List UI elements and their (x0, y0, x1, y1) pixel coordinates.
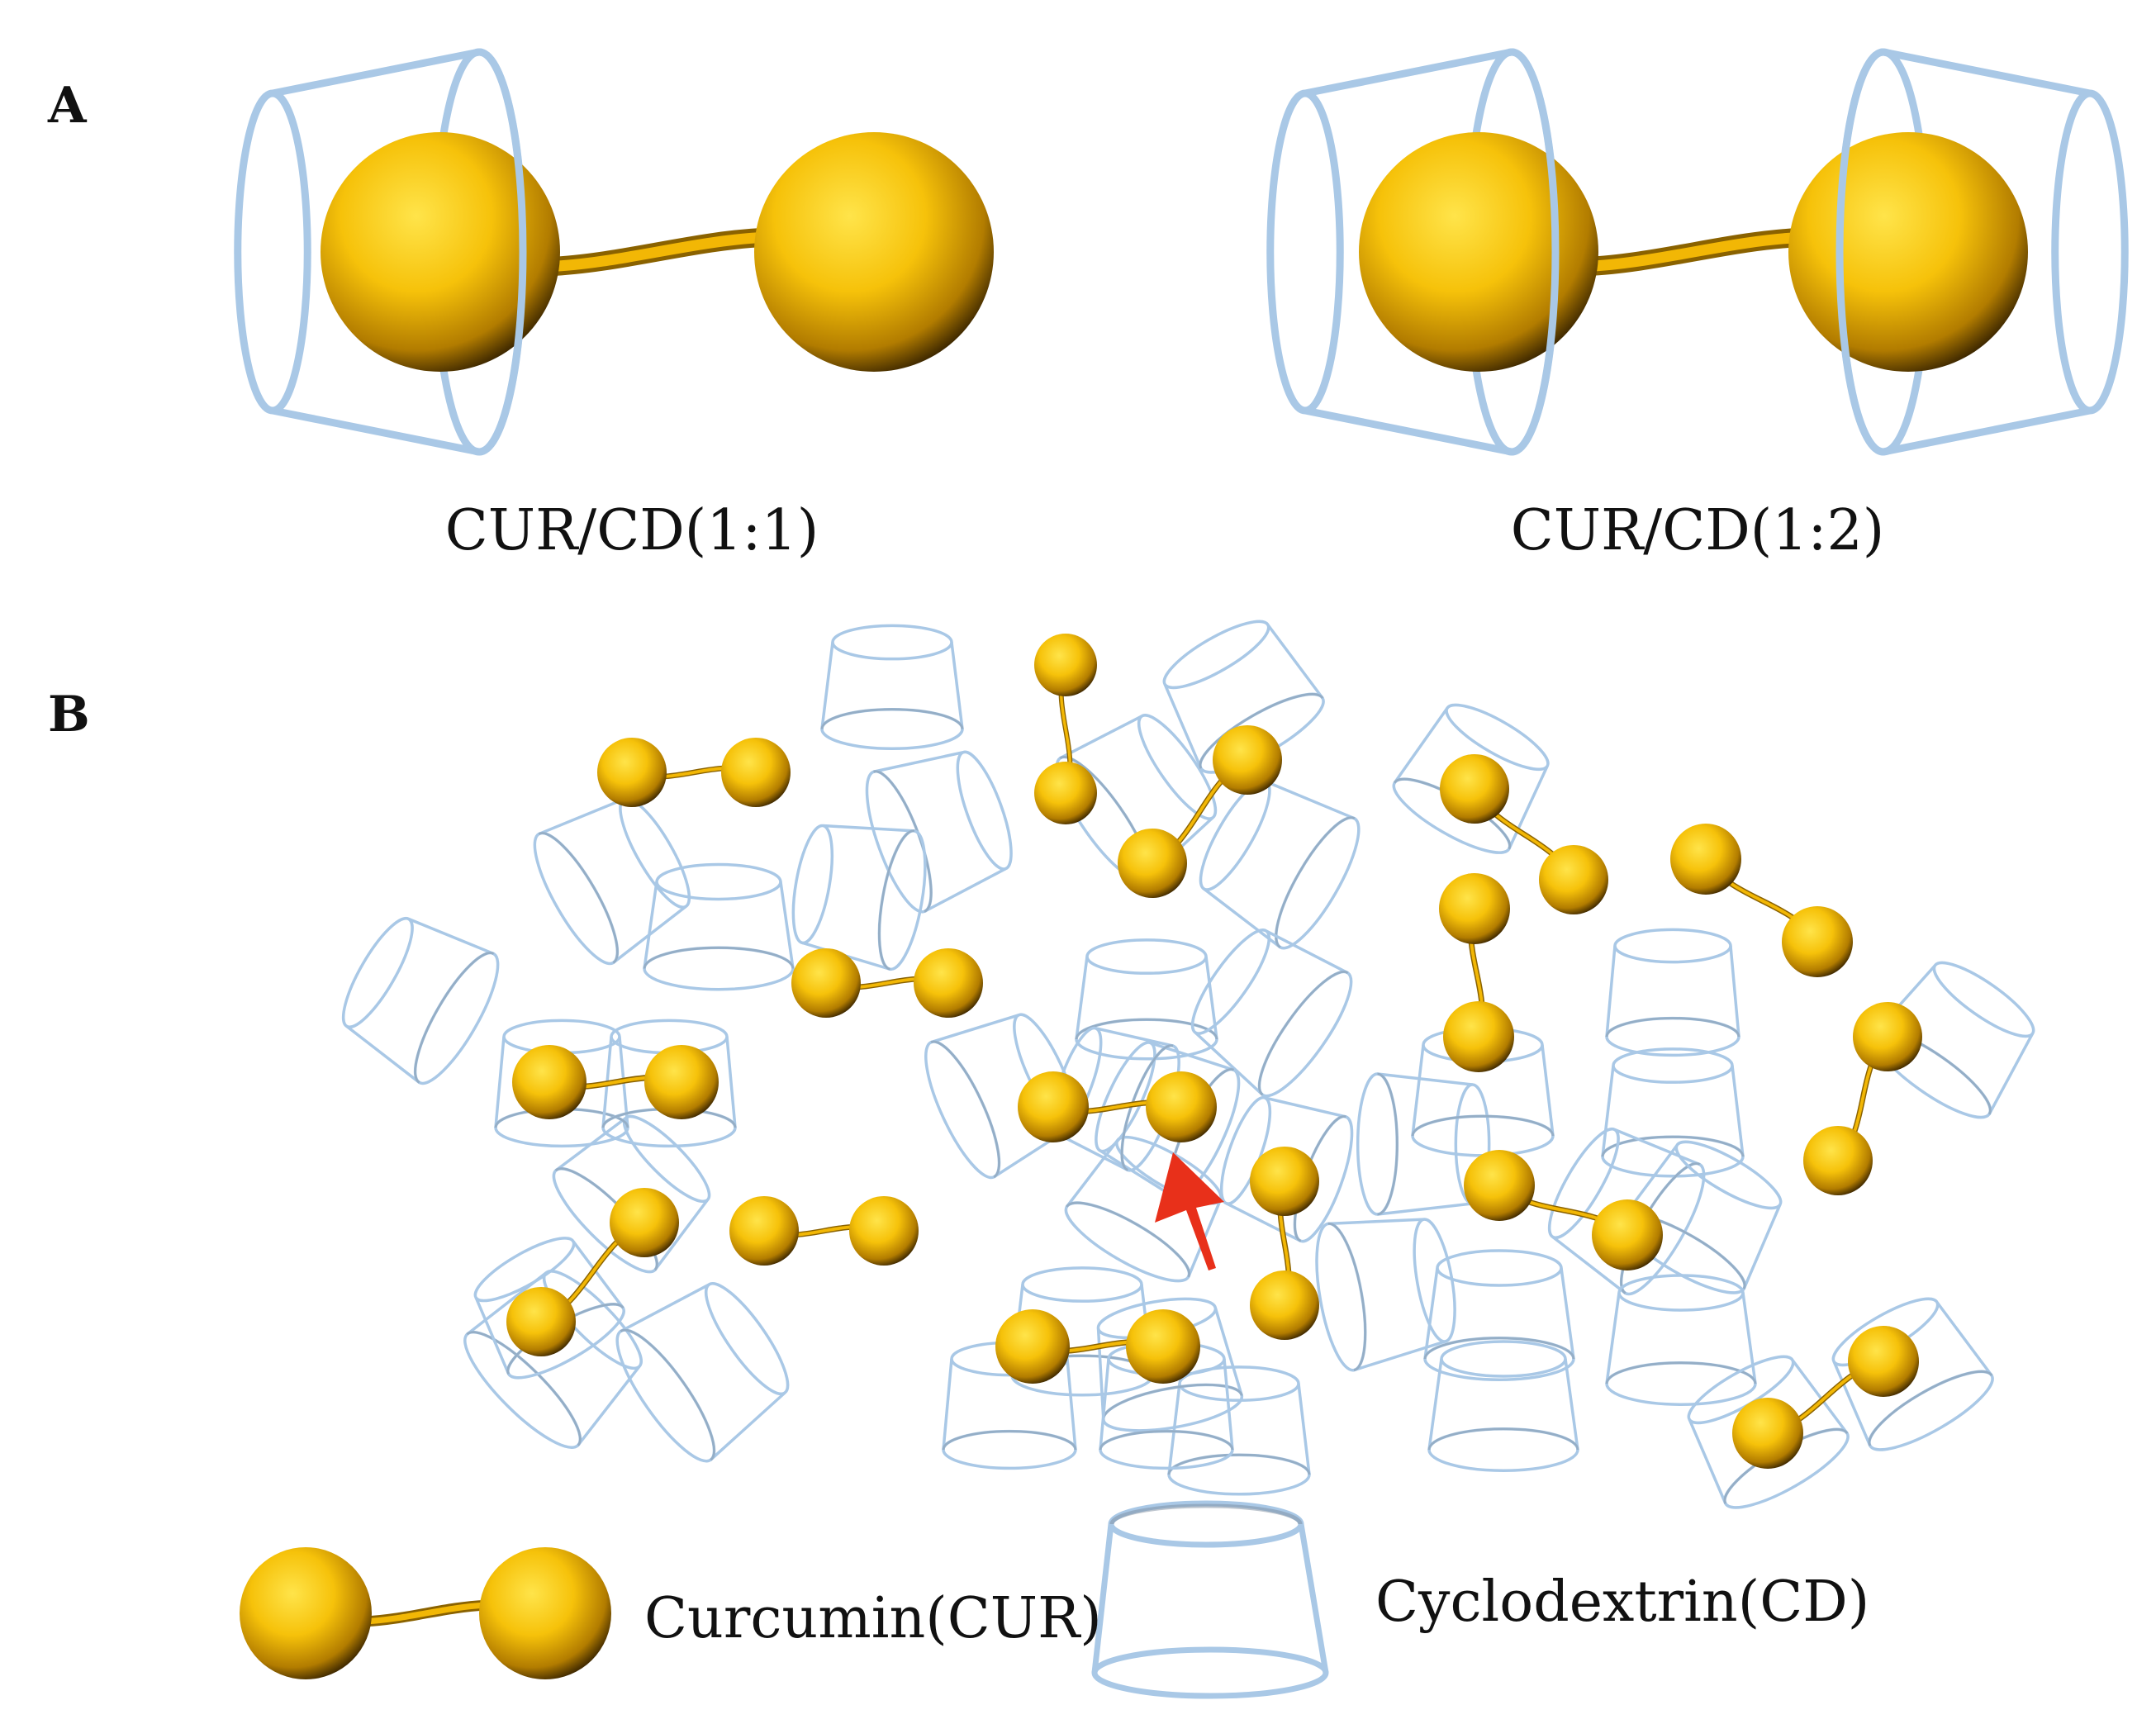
curcumin-sphere (1788, 132, 2028, 372)
cyclodextrin-cone (341, 916, 500, 1085)
curcumin-sphere (754, 132, 994, 372)
curcumin-sphere (1732, 1398, 1803, 1469)
cyclodextrin-cone (865, 750, 1013, 914)
cyclodextrin-cone (1315, 1218, 1456, 1372)
curcumin-sphere (791, 948, 861, 1018)
cyclodextrin-cone (473, 1237, 625, 1380)
curcumin-sphere (1213, 725, 1282, 795)
cyclodextrin-cone (1605, 1274, 1757, 1406)
caption-1-2: CUR/CD(1:2) (1511, 498, 1885, 563)
curcumin-molecule (1803, 1002, 1922, 1195)
curcumin-sphere (240, 1547, 372, 1679)
curcumin-sphere (721, 738, 791, 807)
curcumin-sphere (1126, 1309, 1200, 1384)
curcumin-molecule (1018, 1071, 1217, 1142)
curcumin-molecule (1439, 873, 1514, 1072)
curcumin-sphere (1018, 1071, 1089, 1142)
curcumin-sphere (1439, 873, 1510, 944)
curcumin-sphere (1118, 829, 1187, 898)
curcumin-sphere (321, 132, 560, 372)
curcumin-sphere (479, 1547, 611, 1679)
cyclodextrin-cone (533, 796, 691, 966)
curcumin-molecule (506, 1188, 679, 1356)
red-arrow-icon (1155, 1152, 1224, 1270)
cyclodextrin-cone (1831, 1297, 1994, 1451)
cyclodextrin-cone (820, 624, 964, 751)
curcumin-molecule (240, 1547, 611, 1679)
curcumin-sphere (1146, 1071, 1217, 1142)
curcumin-molecule (321, 132, 994, 372)
cyclodextrin-rim-front (478, 48, 527, 456)
curcumin-molecule (791, 948, 983, 1018)
curcumin-sphere (1250, 1270, 1319, 1340)
curcumin-molecule (1034, 634, 1097, 824)
cyclodextrin-rim-front (1511, 48, 1884, 456)
curcumin-molecule (995, 1309, 1200, 1384)
cyclodextrin-cone (643, 862, 795, 991)
cyclodextrin-cone (1427, 1340, 1579, 1472)
curcumin-molecule (1732, 1326, 1919, 1469)
legend-cyclodextrin-label: Cyclodextrin(CD) (1375, 1570, 1869, 1635)
curcumin-sphere (1670, 824, 1741, 895)
cyclodextrin-cone (1190, 928, 1353, 1098)
curcumin-molecule (1440, 754, 1608, 914)
cyclodextrin-cone (1605, 928, 1740, 1057)
curcumin-sphere (729, 1196, 799, 1266)
curcumin-sphere (1848, 1326, 1919, 1397)
cyclodextrin-cone (1392, 703, 1550, 854)
panel-label-b: B (48, 686, 90, 743)
legend-curcumin-label: Curcumin(CUR) (644, 1586, 1102, 1651)
curcumin-sphere (1782, 906, 1853, 977)
curcumin-sphere (1539, 845, 1608, 914)
curcumin-sphere (512, 1045, 586, 1119)
cyclodextrin-cone (1601, 1047, 1745, 1178)
curcumin-sphere (1440, 754, 1509, 824)
cyclodextrin-cone (1167, 1365, 1311, 1496)
curcumin-sphere (914, 948, 983, 1018)
cyclodextrin-legend-icon (1091, 1500, 1329, 1699)
panel-label-a: A (47, 77, 88, 135)
curcumin-sphere (1443, 1001, 1514, 1072)
cyclodextrin-cone (1075, 938, 1218, 1061)
curcumin-sphere (849, 1196, 919, 1266)
curcumin-sphere (610, 1188, 679, 1257)
curcumin-molecule (729, 1196, 919, 1266)
curcumin-sphere (644, 1045, 719, 1119)
curcumin-sphere (995, 1309, 1070, 1384)
curcumin-sphere (1359, 132, 1598, 372)
curcumin-molecule (1464, 1150, 1663, 1270)
curcumin-sphere (1034, 634, 1097, 696)
panel-a-graphics (234, 48, 2129, 456)
curcumin-molecule (1359, 132, 2028, 372)
curcumin-sphere (597, 738, 667, 807)
curcumin-sphere (1464, 1150, 1535, 1221)
curcumin-molecule (512, 1045, 719, 1119)
panel-b-graphics (341, 620, 2035, 1509)
curcumin-molecule (597, 738, 791, 807)
curcumin-sphere (1592, 1199, 1663, 1270)
curcumin-sphere (1250, 1147, 1319, 1216)
curcumin-sphere (1803, 1126, 1873, 1195)
curcumin-sphere (1034, 762, 1097, 824)
curcumin-molecule (1250, 1147, 1319, 1340)
cyclodextrin-cone (791, 824, 927, 971)
curcumin-sphere (1853, 1002, 1922, 1071)
caption-1-1: CUR/CD(1:1) (445, 498, 819, 563)
curcumin-molecule (1118, 725, 1282, 898)
curcumin-sphere (506, 1287, 576, 1356)
cyclodextrin-cone (1423, 1249, 1575, 1381)
curcumin-molecule (1670, 824, 1853, 977)
cyclodextrin-cone (615, 1282, 790, 1463)
legend (240, 1500, 1329, 1699)
